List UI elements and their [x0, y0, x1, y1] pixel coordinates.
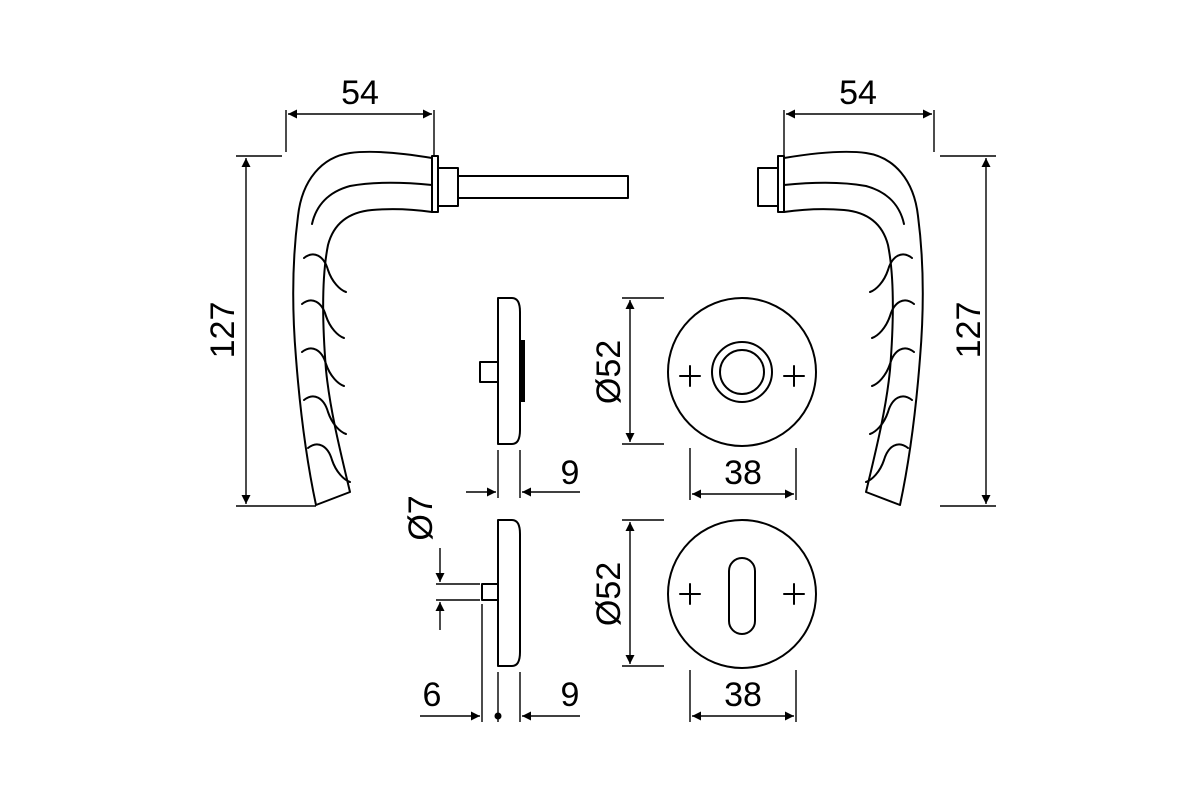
pin-length-label: 6 [423, 676, 442, 714]
left-handle-height-dimension: 127 [204, 155, 316, 507]
rose-front-view [667, 297, 817, 447]
escutcheon-width-dimension: 38 [689, 670, 797, 722]
rose-width-label: 38 [724, 454, 762, 492]
rose-diameter-dimension: Ø52 [590, 297, 664, 445]
left-handle-width-label: 54 [341, 74, 379, 112]
right-handle-width-label: 54 [839, 74, 877, 112]
rose-diameter-label: Ø52 [590, 340, 628, 404]
rose-side-view [479, 297, 525, 445]
pin-length-dimension: 6 [420, 604, 502, 722]
escutcheon-diameter-dimension: Ø52 [590, 519, 664, 667]
rose-width-dimension: 38 [689, 448, 797, 500]
screw-hole-left [679, 365, 701, 387]
rose-thickness-label: 9 [561, 454, 580, 492]
escutcheon-diameter-label: Ø52 [590, 562, 628, 626]
pin-diameter-label: Ø7 [402, 495, 440, 540]
screw-hole-right [783, 583, 805, 605]
right-handle-width-dimension: 54 [783, 74, 935, 156]
escutcheon-thickness-dimension: 9 [519, 672, 580, 722]
pin-diameter-dimension: Ø7 [402, 495, 480, 630]
left-lever-handle [292, 150, 629, 506]
keyhole-slot [728, 557, 756, 635]
escutcheon-width-label: 38 [724, 676, 762, 714]
escutcheon-thickness-label: 9 [561, 676, 580, 714]
rose-thickness-dimension: 9 [466, 450, 580, 498]
right-handle-height-label: 127 [950, 302, 988, 359]
screw-hole-right [783, 365, 805, 387]
screw-hole-left [679, 583, 701, 605]
right-handle-height-dimension: 127 [940, 155, 996, 507]
escutcheon-side-view [481, 519, 521, 667]
right-lever-handle [757, 150, 924, 506]
left-handle-height-label: 127 [204, 302, 242, 359]
left-handle-width-dimension: 54 [285, 74, 435, 156]
escutcheon-front-view [667, 519, 817, 669]
